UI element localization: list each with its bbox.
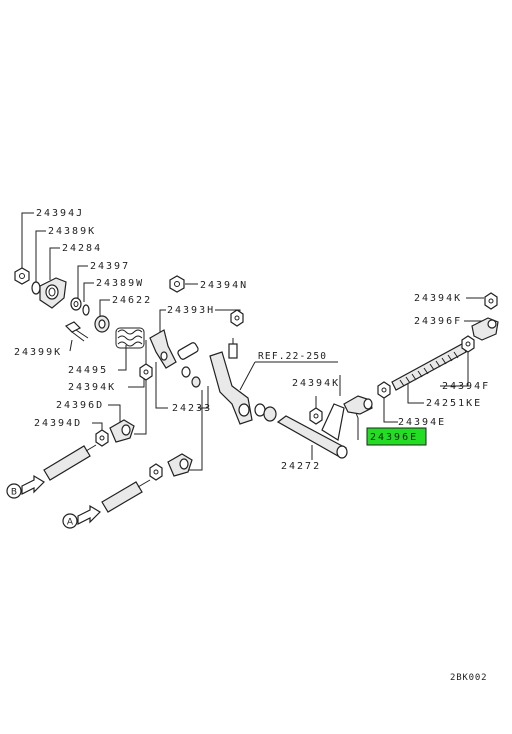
label-24394E[interactable]: 24394E (398, 417, 446, 428)
part-shift-lever (209, 351, 253, 425)
part-nut-24394E (377, 381, 391, 399)
part-cable-b (43, 444, 97, 481)
part-washer-24389W (82, 304, 90, 316)
label-24394K-left[interactable]: 24394K (68, 382, 116, 393)
label-24397[interactable]: 24397 (90, 261, 130, 272)
marker-a-text: A (67, 518, 74, 528)
label-24251KE[interactable]: 24251KE (426, 398, 482, 409)
part-washer-24389K (31, 281, 41, 295)
label-24396D[interactable]: 24396D (56, 400, 104, 411)
label-24389W[interactable]: 24389W (96, 278, 144, 289)
label-ref[interactable]: REF.22-250 (258, 351, 327, 362)
marker-a: A (62, 513, 78, 529)
part-nut-lower (149, 463, 163, 481)
label-24394K-right[interactable]: 24394K (292, 378, 340, 389)
part-bracket-24393H (149, 329, 177, 369)
marker-b: B (6, 483, 22, 499)
part-bushing-24397 (70, 297, 82, 311)
part-pin-24393H (177, 342, 199, 360)
label-24394N[interactable]: 24394N (200, 280, 248, 291)
part-fitting-small (228, 338, 238, 359)
part-nut-24394J (14, 267, 30, 285)
part-bracket-24284 (39, 277, 67, 309)
label-24394J[interactable]: 24394J (36, 208, 84, 219)
marker-b-text: B (11, 488, 17, 498)
part-nut-24394K-left (139, 363, 153, 381)
label-24399K[interactable]: 24399K (14, 347, 62, 358)
label-24233[interactable]: 24233 (172, 403, 212, 414)
part-labels: 24394J 24389K 24284 24397 24389W 24622 2… (14, 208, 490, 683)
part-rod-24251KE (391, 343, 467, 391)
part-spring-24495 (115, 327, 145, 349)
label-24284[interactable]: 24284 (62, 243, 102, 254)
label-24393H[interactable]: 24393H (167, 305, 215, 316)
label-24396F[interactable]: 24396F (414, 316, 462, 327)
part-balljoint-24396E (343, 395, 373, 415)
diagram-code: 2BK002 (450, 673, 487, 683)
arrow-b (21, 474, 45, 495)
label-24495[interactable]: 24495 (68, 365, 108, 376)
highlight-box[interactable] (366, 427, 427, 446)
label-24394D[interactable]: 24394D (34, 418, 82, 429)
part-bushing-mid (254, 403, 277, 422)
part-balljoint-24396F (471, 317, 499, 341)
part-nut-24394K-top (484, 292, 498, 310)
part-cable-a (101, 479, 151, 513)
part-nut-24394F (461, 335, 475, 353)
part-nut-24394D (95, 429, 109, 447)
part-balljoint-lower (167, 453, 193, 477)
label-24394F[interactable]: 24394F (442, 381, 490, 392)
part-nut-24394N-2 (230, 309, 244, 327)
label-24394K-top[interactable]: 24394K (414, 293, 462, 304)
part-nut-24394K-right (309, 407, 323, 425)
leader-lines (21, 212, 484, 471)
part-washer-small (181, 366, 201, 388)
label-24389K[interactable]: 24389K (48, 226, 96, 237)
label-24622[interactable]: 24622 (112, 295, 152, 306)
part-bolt-24399K (64, 321, 89, 342)
part-bushing-24622 (94, 315, 110, 333)
arrow-a (77, 504, 101, 525)
part-nut-24394N (169, 275, 185, 293)
part-shaft-24272 (276, 403, 348, 459)
label-24396E[interactable]: 24396E (370, 432, 418, 443)
part-balljoint-24396D (109, 419, 135, 443)
label-24272[interactable]: 24272 (281, 461, 321, 472)
